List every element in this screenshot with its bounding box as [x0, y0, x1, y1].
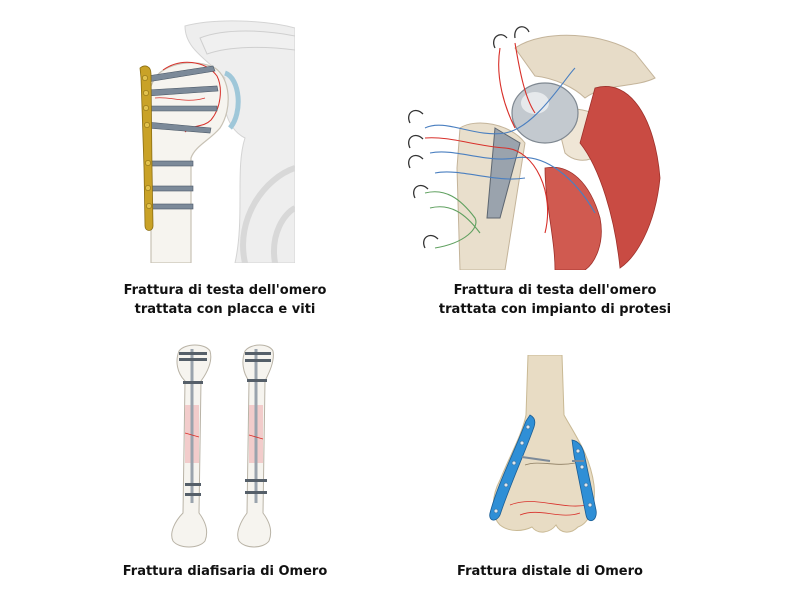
- suture-needles: [408, 26, 530, 249]
- sutures-green: [424, 191, 481, 249]
- rib-curve: [271, 205, 295, 263]
- humerus-distal-bone: [492, 355, 595, 533]
- humerus-lateral-view: [237, 344, 274, 548]
- plate-screw-heads: [142, 75, 152, 209]
- lateral-plate-screws: [575, 448, 593, 508]
- caption-distal: Frattura distale di Omero: [440, 562, 660, 581]
- caption-line: Frattura diafisaria di Omero: [122, 564, 328, 579]
- muscle: [544, 166, 602, 270]
- glenoid: [223, 70, 241, 130]
- fracture-lines: [509, 501, 589, 516]
- caption-diaphyseal: Frattura diafisaria di Omero: [115, 562, 335, 581]
- fracture-lines: [524, 462, 576, 466]
- distal-humerus-plates-illustration: [489, 355, 597, 533]
- prosthesis-head-highlight: [521, 92, 549, 114]
- sutures-red: [424, 42, 549, 234]
- shoulder-prosthesis-illustration: [408, 26, 661, 270]
- sutures-blue: [424, 67, 596, 214]
- figure-distal: [480, 355, 605, 550]
- clavicle: [199, 30, 295, 55]
- humerus-anterior-view: [171, 344, 212, 548]
- prosthesis-stem: [486, 127, 521, 219]
- caption-line: trattata con placca e viti: [134, 302, 316, 317]
- figure-plate-screws: [125, 18, 295, 263]
- acromion: [514, 34, 656, 99]
- fracture-line: [162, 61, 221, 133]
- caption-line: Frattura di testa dell'omero: [453, 283, 657, 298]
- fracture-line: [248, 434, 264, 440]
- caption-line: trattata con impianto di protesi: [438, 302, 672, 317]
- caption-line: Frattura di testa dell'omero: [123, 283, 327, 298]
- fracture-line: [154, 97, 206, 101]
- medial-plate-screws: [493, 424, 531, 514]
- humeral-head-plate-illustration: [139, 20, 295, 263]
- transverse-screws: [521, 456, 584, 462]
- figure-diaphyseal: [165, 343, 290, 553]
- muscle: [579, 86, 661, 269]
- locking-screws: [245, 352, 271, 494]
- caption-plate-screws: Frattura di testa dell'omero trattata co…: [115, 281, 335, 319]
- fracture-line: [184, 432, 200, 438]
- rib-curve: [240, 165, 295, 263]
- prosthesis-head: [511, 82, 579, 144]
- locking-screws: [179, 352, 207, 496]
- caption-prosthesis: Frattura di testa dell'omero trattata co…: [420, 281, 690, 319]
- medial-plate: [489, 414, 536, 521]
- diaphyseal-nail-illustration: [171, 344, 274, 548]
- figure-prosthesis: [405, 18, 665, 270]
- caption-line: Frattura distale di Omero: [457, 564, 643, 579]
